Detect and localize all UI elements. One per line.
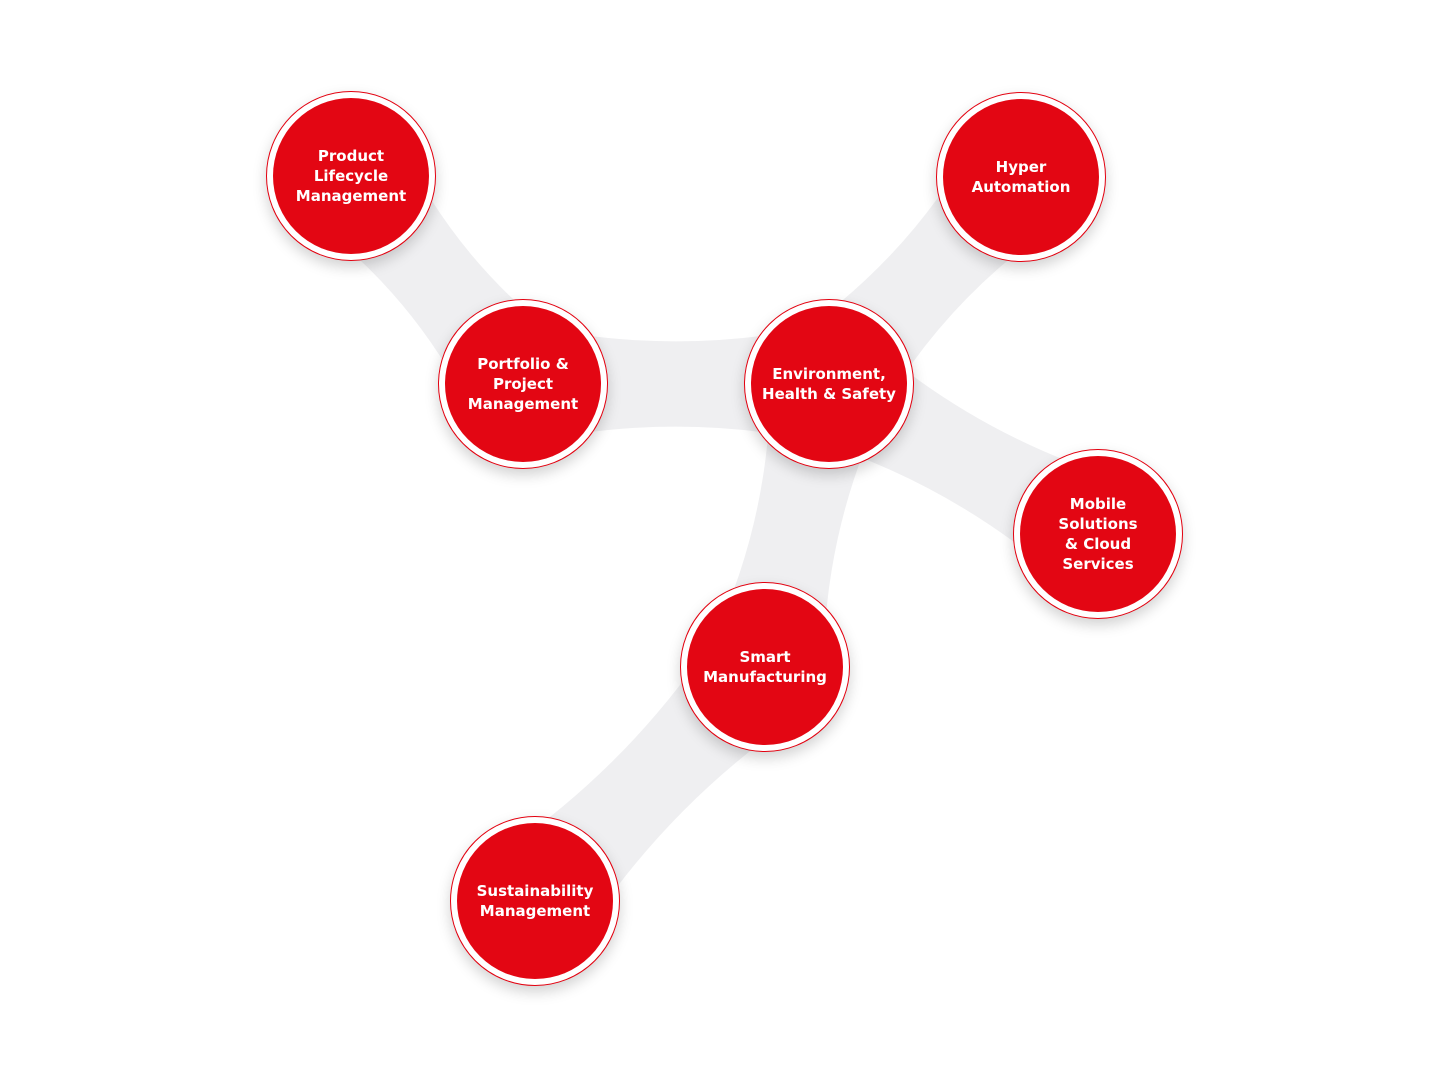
- node-label: Mobile Solutions & Cloud Services: [1058, 495, 1138, 573]
- node-circle: Product Lifecycle Management: [273, 98, 429, 254]
- node-label: Portfolio & Project Management: [467, 355, 579, 413]
- node-circle: Smart Manufacturing: [687, 589, 843, 745]
- node-circle: Sustainability Management: [457, 823, 613, 979]
- node-label: Smart Manufacturing: [703, 648, 827, 686]
- node-smart-manufacturing: Smart Manufacturing: [680, 582, 850, 752]
- node-label: Product Lifecycle Management: [295, 147, 407, 205]
- node-label: Environment, Health & Safety: [762, 365, 896, 403]
- node-label: Sustainability Management: [476, 882, 594, 920]
- node-circle: Mobile Solutions & Cloud Services: [1020, 456, 1176, 612]
- node-circle: Hyper Automation: [943, 99, 1099, 255]
- node-product-lifecycle-management: Product Lifecycle Management: [266, 91, 436, 261]
- node-circle: Environment, Health & Safety: [751, 306, 907, 462]
- node-mobile-solutions-cloud-services: Mobile Solutions & Cloud Services: [1013, 449, 1183, 619]
- node-portfolio-project-management: Portfolio & Project Management: [438, 299, 608, 469]
- node-label: Hyper Automation: [971, 158, 1071, 196]
- node-circle: Portfolio & Project Management: [445, 306, 601, 462]
- node-hyper-automation: Hyper Automation: [936, 92, 1106, 262]
- node-sustainability-management: Sustainability Management: [450, 816, 620, 986]
- node-environment-health-safety: Environment, Health & Safety: [744, 299, 914, 469]
